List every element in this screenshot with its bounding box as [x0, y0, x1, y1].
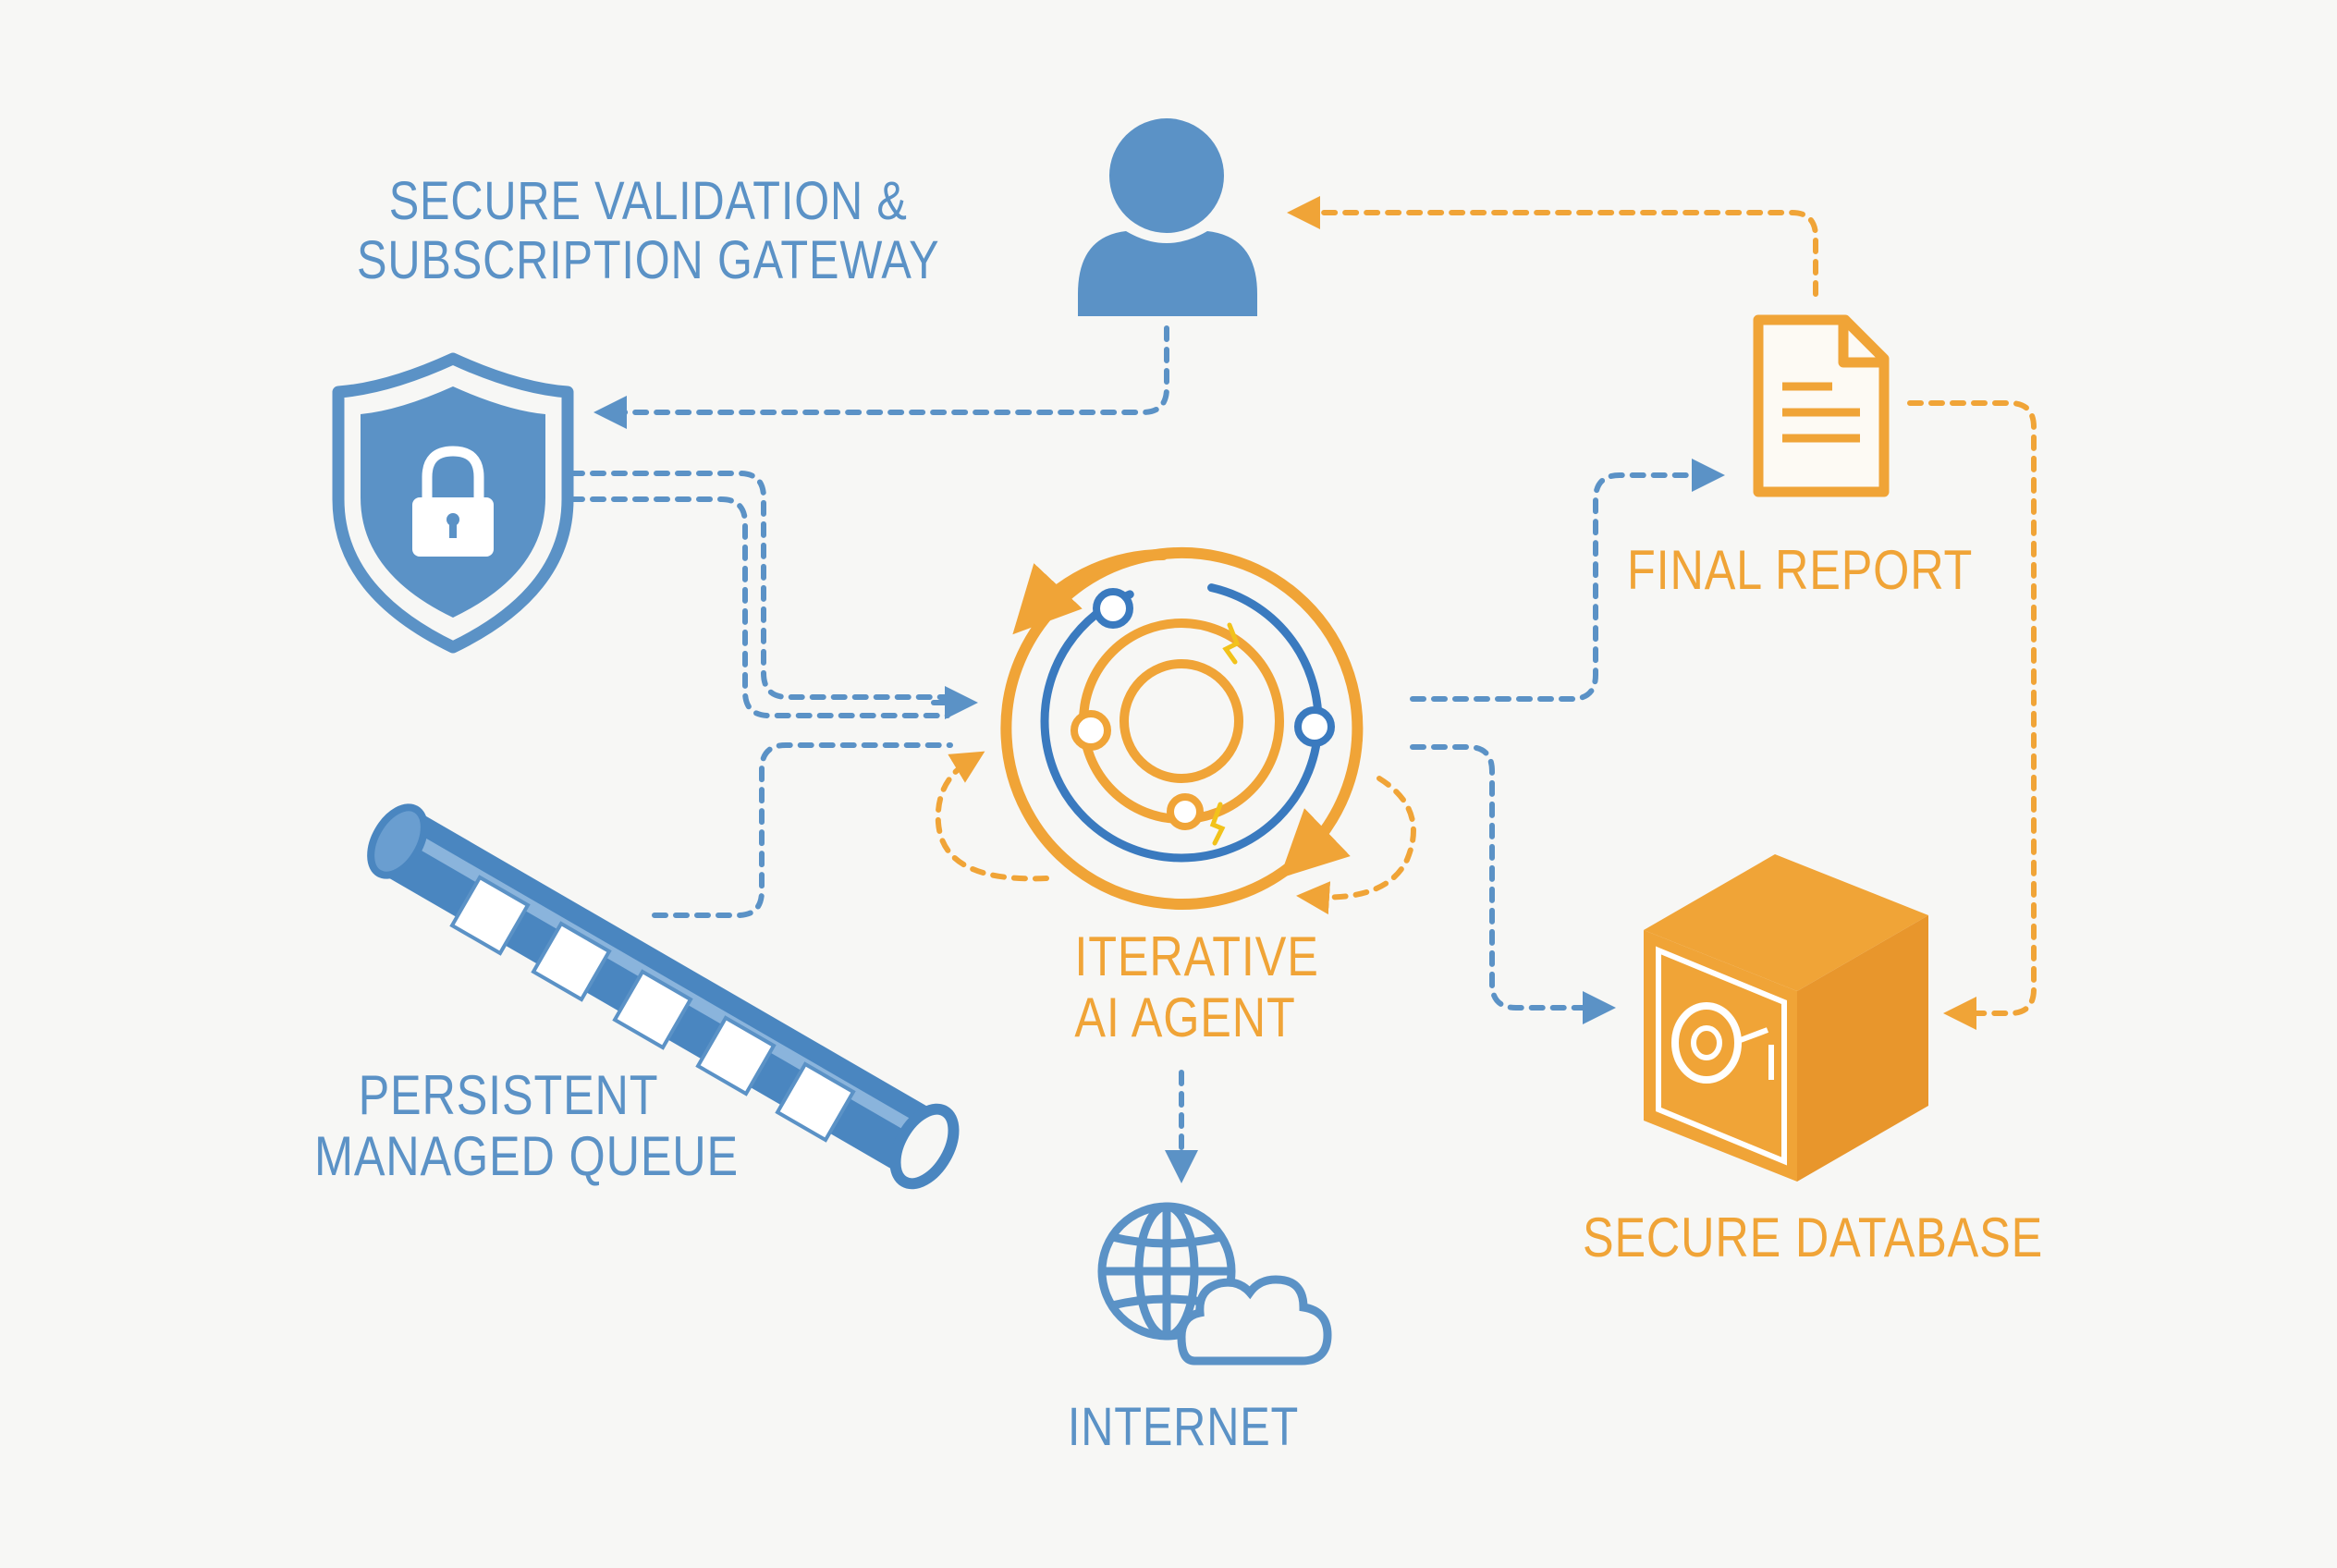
- edge-agent-to-report: [1410, 459, 1725, 702]
- edge-gateway-to-agent-b: [569, 496, 950, 718]
- edge-queue-to-agent: [652, 742, 953, 918]
- gateway-label: SECURE VALIDATION & SUBSCRIPTION GATEWAY: [357, 172, 939, 290]
- queue-label-line-1: PERSISTENT: [358, 1064, 659, 1126]
- agent-label-line-1: ITERATIVE: [1074, 925, 1319, 987]
- queue-label-line-2: MANAGED QUEUE: [314, 1125, 739, 1187]
- gateway-label-line-2: SUBSCRIPTION GATEWAY: [357, 229, 940, 290]
- edge-agent-feedback-right: [1296, 776, 1416, 915]
- shield-lock-icon: [332, 352, 574, 654]
- edge-report-to-database: [1907, 400, 2037, 1030]
- globe-cloud-icon: [1097, 1202, 1332, 1366]
- report-label-line-1: FINAL REPORT: [1627, 539, 1974, 601]
- iterative-loop-icon: [1000, 546, 1364, 910]
- gateway-label-line-1: SECURE VALIDATION &: [388, 171, 908, 231]
- queue-pipe-icon: [367, 803, 960, 1190]
- edge-report-to-user: [1287, 196, 1818, 297]
- agent-label: ITERATIVE AI AGENT: [1074, 925, 1319, 1048]
- edge-user-to-gateway: [593, 325, 1169, 429]
- safe-icon: [1644, 854, 1928, 1182]
- agent-label-line-2: AI AGENT: [1074, 986, 1296, 1048]
- internet-label-line-1: INTERNET: [1067, 1397, 1300, 1457]
- edge-gateway-to-agent-a: [569, 471, 950, 700]
- database-label-line-1: SECURE DATABASE: [1583, 1207, 2044, 1268]
- database-label: SECURE DATABASE: [1583, 1207, 2043, 1268]
- internet-label: INTERNET: [1059, 1398, 1308, 1457]
- report-label: FINAL REPORT: [1627, 540, 1973, 601]
- edge-agent-to-database: [1410, 744, 1616, 1024]
- document-icon: [1753, 314, 1890, 497]
- user-icon: [1078, 118, 1257, 316]
- edge-agent-feedback-left: [935, 751, 1049, 882]
- queue-label: PERSISTENT MANAGED QUEUE: [314, 1064, 739, 1187]
